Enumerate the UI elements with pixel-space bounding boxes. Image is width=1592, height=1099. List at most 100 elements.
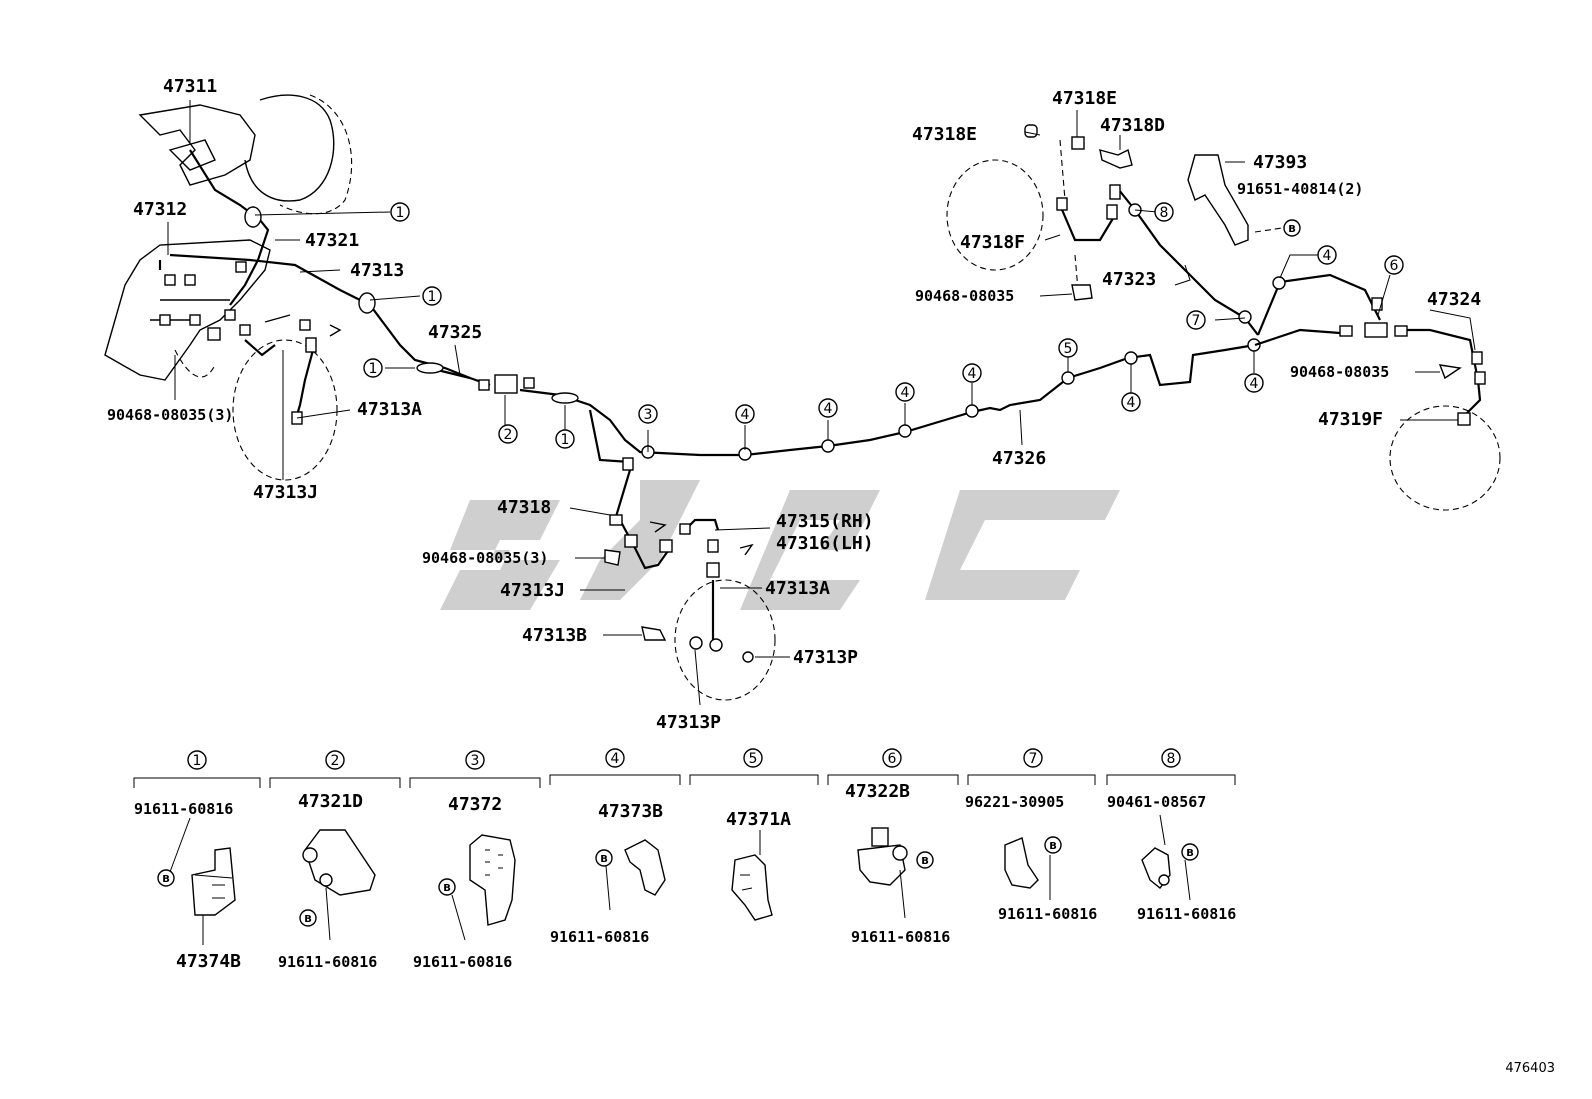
svg-text:4: 4	[1250, 376, 1259, 392]
ref-circle-4d[interactable]: 4	[962, 363, 982, 383]
svg-text:6: 6	[888, 751, 897, 767]
legend-3-bottom-part[interactable]: 91611-60816	[413, 953, 512, 971]
legend-3-top-part[interactable]: 47372	[448, 794, 502, 815]
ref-circle-1c[interactable]: 1	[363, 358, 383, 378]
label-47319F[interactable]: 47319F	[1318, 409, 1383, 430]
legend-1-top-part[interactable]: 91611-60816	[134, 800, 233, 818]
ref-circle-2[interactable]: 2	[498, 424, 518, 444]
ref-circle-6[interactable]: 6	[1384, 255, 1404, 275]
ref-circle-4b[interactable]: 4	[818, 398, 838, 418]
ref-circle-1d[interactable]: 1	[555, 429, 575, 449]
svg-text:B: B	[304, 914, 312, 925]
legend-group-4: 4 47373B B 91611-60816	[549, 748, 681, 946]
label-47313P-a[interactable]: 47313P	[793, 647, 858, 668]
label-47318E-b[interactable]: 47318E	[1052, 88, 1117, 109]
ref-circle-1a[interactable]: 1	[390, 202, 410, 222]
ref-circle-7[interactable]: 7	[1186, 310, 1206, 330]
svg-text:6: 6	[1390, 258, 1399, 274]
svg-text:5: 5	[1064, 341, 1073, 357]
label-47323[interactable]: 47323	[1102, 269, 1156, 290]
legend-7-bottom-part[interactable]: 91611-60816	[998, 905, 1097, 923]
svg-text:B: B	[162, 874, 170, 885]
label-47315-rh[interactable]: 47315(RH)	[776, 511, 874, 532]
ref-circle-4e[interactable]: 4	[1121, 392, 1141, 412]
label-47324[interactable]: 47324	[1427, 289, 1481, 310]
svg-text:B: B	[1049, 841, 1057, 852]
svg-text:3: 3	[644, 407, 653, 423]
svg-text:2: 2	[504, 427, 513, 443]
svg-text:B: B	[921, 856, 929, 867]
label-47313P-b[interactable]: 47313P	[656, 712, 721, 733]
master-cylinder-assembly	[104, 94, 491, 481]
legend-6-top-part[interactable]: 47322B	[845, 781, 910, 802]
label-47313A-center[interactable]: 47313A	[765, 578, 830, 599]
label-47313A-left[interactable]: 47313A	[357, 399, 422, 420]
svg-text:B: B	[1288, 224, 1296, 235]
front-wheel-hose-assembly	[604, 514, 776, 701]
legend-8-top-part[interactable]: 90461-08567	[1107, 793, 1206, 811]
label-47321[interactable]: 47321	[305, 230, 359, 251]
main-brake-pipe	[416, 338, 1261, 521]
label-90468-08035-3-center[interactable]: 90468-08035(3)	[422, 549, 548, 567]
ref-circle-4f[interactable]: 4	[1244, 373, 1264, 393]
svg-text:2: 2	[331, 753, 340, 769]
svg-text:1: 1	[561, 432, 570, 448]
circled-references: 1 1 1 1 2 3 4 4 4 4 5 4 4 7 8 4 6	[363, 202, 1404, 449]
legend-group-2: 2 47321D B 91611-60816	[269, 750, 401, 971]
legend-4-bottom-part[interactable]: 91611-60816	[550, 928, 649, 946]
label-90468-08035-mid[interactable]: 90468-08035	[915, 287, 1014, 305]
legend-2-top-part[interactable]: 47321D	[298, 791, 363, 812]
legend-8-bottom-part[interactable]: 91611-60816	[1137, 905, 1236, 923]
label-47313J-center[interactable]: 47313J	[500, 580, 565, 601]
label-47316-lh[interactable]: 47316(LH)	[776, 533, 874, 554]
svg-text:B: B	[600, 854, 608, 865]
svg-text:1: 1	[396, 205, 405, 221]
legend-4-top-part[interactable]: 47373B	[598, 801, 663, 822]
label-47313B[interactable]: 47313B	[522, 625, 587, 646]
ref-circle-4a[interactable]: 4	[735, 404, 755, 424]
callout-labels: 47311 47312 47321 47313 47325 90468-0803…	[107, 76, 1481, 733]
svg-text:B: B	[1186, 848, 1194, 859]
label-47318E-a[interactable]: 47318E	[912, 124, 977, 145]
legend-group-7: 7 96221-30905 B 91611-60816	[965, 748, 1097, 923]
label-47393[interactable]: 47393	[1253, 152, 1307, 173]
legend-7-top-part[interactable]: 96221-30905	[965, 793, 1064, 811]
legend-6-bottom-part[interactable]: 91611-60816	[851, 928, 950, 946]
svg-text:1: 1	[369, 361, 378, 377]
legend-1-bottom-part[interactable]: 47374B	[176, 951, 241, 972]
ref-circle-1b[interactable]: 1	[422, 286, 442, 306]
legend-group-8: 8 90461-08567 B 91611-60816	[1106, 748, 1236, 923]
legend-2-bottom-part[interactable]: 91611-60816	[278, 953, 377, 971]
ref-circle-8[interactable]: 8	[1154, 202, 1174, 222]
legend-group-5: 5 47371A	[689, 748, 819, 921]
ref-circle-3[interactable]: 3	[638, 404, 658, 424]
label-91651-40814-2[interactable]: 91651-40814(2)	[1237, 180, 1363, 198]
svg-text:4: 4	[824, 401, 833, 417]
label-47318F[interactable]: 47318F	[960, 232, 1025, 253]
svg-text:7: 7	[1192, 313, 1201, 329]
leader-lines	[167, 100, 1476, 706]
label-90468-08035-right[interactable]: 90468-08035	[1290, 363, 1389, 381]
legend-5-top-part[interactable]: 47371A	[726, 809, 791, 830]
svg-text:7: 7	[1029, 751, 1038, 767]
ref-circle-4g[interactable]: 4	[1317, 245, 1337, 265]
svg-text:4: 4	[741, 407, 750, 423]
label-47318[interactable]: 47318	[497, 497, 551, 518]
label-47313J-left[interactable]: 47313J	[253, 482, 318, 503]
svg-text:1: 1	[428, 289, 437, 305]
svg-text:4: 4	[1127, 395, 1136, 411]
label-47311[interactable]: 47311	[163, 76, 217, 97]
label-47313[interactable]: 47313	[350, 260, 404, 281]
watermark	[440, 480, 1120, 610]
label-90468-08035-3-left[interactable]: 90468-08035(3)	[107, 406, 233, 424]
label-47312[interactable]: 47312	[133, 199, 187, 220]
b-mark-top: B	[1283, 219, 1301, 237]
svg-text:8: 8	[1160, 205, 1169, 221]
label-47318D[interactable]: 47318D	[1100, 115, 1165, 136]
label-47326[interactable]: 47326	[992, 448, 1046, 469]
label-47325[interactable]: 47325	[428, 322, 482, 343]
ref-circle-4c[interactable]: 4	[895, 382, 915, 402]
legend-group-6: 6 47322B B 91611-60816	[827, 748, 959, 946]
ref-circle-5[interactable]: 5	[1058, 338, 1078, 358]
